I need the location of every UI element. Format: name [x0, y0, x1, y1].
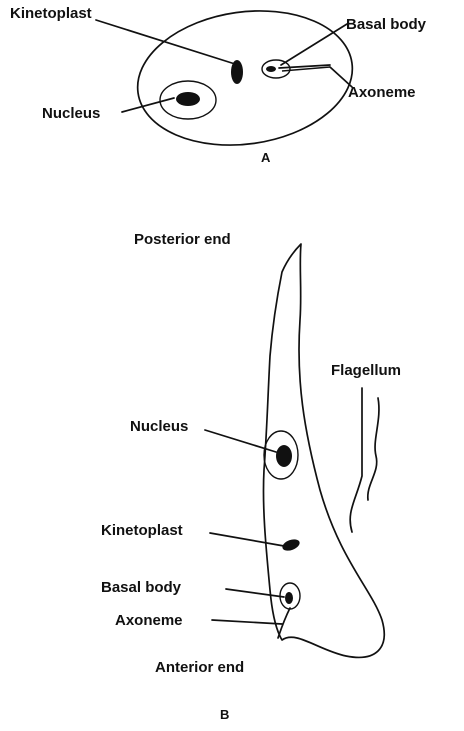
promastigote-flagellum [350, 388, 362, 532]
panel-a-caption: A [261, 150, 271, 165]
label-basal-body-b: Basal body [101, 579, 182, 596]
label-axoneme-a: Axoneme [348, 84, 416, 101]
promastigote-nucleus [276, 445, 292, 467]
panel-a: Kinetoplast Nucleus Basal body Axoneme A [10, 0, 427, 165]
promastigote-kinetoplast [281, 537, 301, 553]
label-axoneme-b: Axoneme [115, 612, 183, 629]
label-anterior-end: Anterior end [155, 659, 244, 676]
amastigote-cell-body [129, 0, 361, 158]
leader-line-axoneme-b [212, 620, 282, 624]
panel-b: Posterior end Flagellum Nucleus Kinetopl… [101, 231, 401, 722]
leader-line-kinetoplast-b [210, 533, 284, 546]
label-nucleus-a: Nucleus [42, 105, 100, 122]
promastigote-flagellum-wave [368, 398, 379, 500]
leader-line-kinetoplast [96, 20, 235, 64]
label-kinetoplast-b: Kinetoplast [101, 522, 183, 539]
leader-line-basal-body [281, 24, 347, 65]
amastigote-nucleus [176, 92, 200, 106]
panel-b-caption: B [220, 707, 229, 722]
label-posterior-end: Posterior end [134, 231, 231, 248]
label-basal-body-a: Basal body [346, 16, 427, 33]
label-flagellum: Flagellum [331, 362, 401, 379]
label-kinetoplast-a: Kinetoplast [10, 5, 92, 22]
leader-line-basal-body-b [226, 589, 284, 597]
leader-line-nucleus [122, 98, 174, 112]
label-nucleus-b: Nucleus [130, 418, 188, 435]
amastigote-basal-body-core [266, 66, 276, 72]
promastigote-basal-body-core [285, 592, 293, 604]
promastigote-axoneme [278, 608, 290, 638]
